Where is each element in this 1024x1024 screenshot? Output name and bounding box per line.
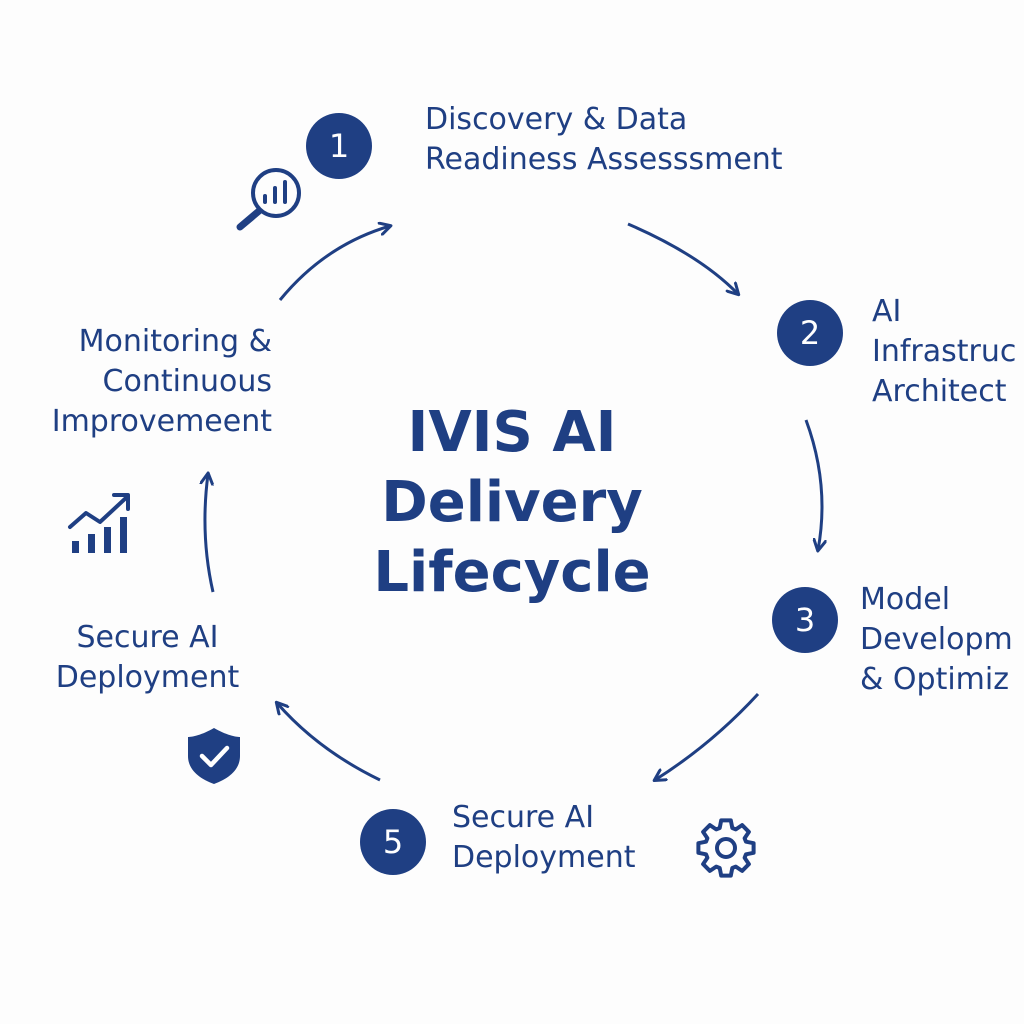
arrow-discovery-to-infrastructure [627,222,738,294]
step-badge-2: 2 [777,300,843,366]
step-label-secure-deployment: Secure AI Deployment [452,798,636,878]
step-label-line: Secure AI [452,800,595,835]
step-label-line: AI [872,294,902,329]
step-label-line: Architect [872,374,1007,409]
step-badge-1: 1 [306,113,372,179]
center-title-line: Delivery [381,470,643,535]
step-label-line: Model [860,582,951,617]
step-label-discovery: Discovery & Data Readiness Assesssment [425,100,783,180]
arrow-deployment-to-secure [277,703,381,782]
label-line: Monitoring & [78,324,272,359]
label-secure-ai-left: Secure AI Deployment [40,618,255,698]
arrow-secure-to-monitoring [205,474,215,593]
label-monitoring: Monitoring & Continuous Improvemeent [10,322,272,442]
step-badge-3: 3 [772,587,838,653]
step-label-line: Developm [860,622,1013,657]
search-chart-icon [236,168,301,231]
shield-check-icon [188,728,240,784]
center-title: IVIS AI Delivery Lifecycle [312,398,712,608]
center-title-line: Lifecycle [373,540,651,605]
label-line: Improvemeent [51,404,272,439]
step-label-line: Deployment [452,840,636,875]
label-line: Deployment [55,660,240,695]
arrow-monitoring-to-discovery [278,226,390,301]
step-label-model: Model Developm & Optimiz [860,580,1013,700]
arrow-infrastructure-to-model [804,419,822,550]
step-label-line: & Optimiz [860,662,1009,697]
arrow-model-to-deployment [655,692,760,780]
center-title-line: IVIS AI [407,400,617,465]
step-label-infrastructure: AI Infrastruc Architect [872,292,1016,412]
step-label-line: Infrastruc [872,334,1017,369]
growth-chart-icon [68,493,130,553]
step-badge-5: 5 [360,809,426,875]
step-label-line: Readiness Assesssment [425,142,783,177]
gear-icon [696,818,756,878]
label-line: Secure AI [76,620,219,655]
label-line: Continuous [102,364,272,399]
step-label-line: Discovery & Data [425,102,688,137]
